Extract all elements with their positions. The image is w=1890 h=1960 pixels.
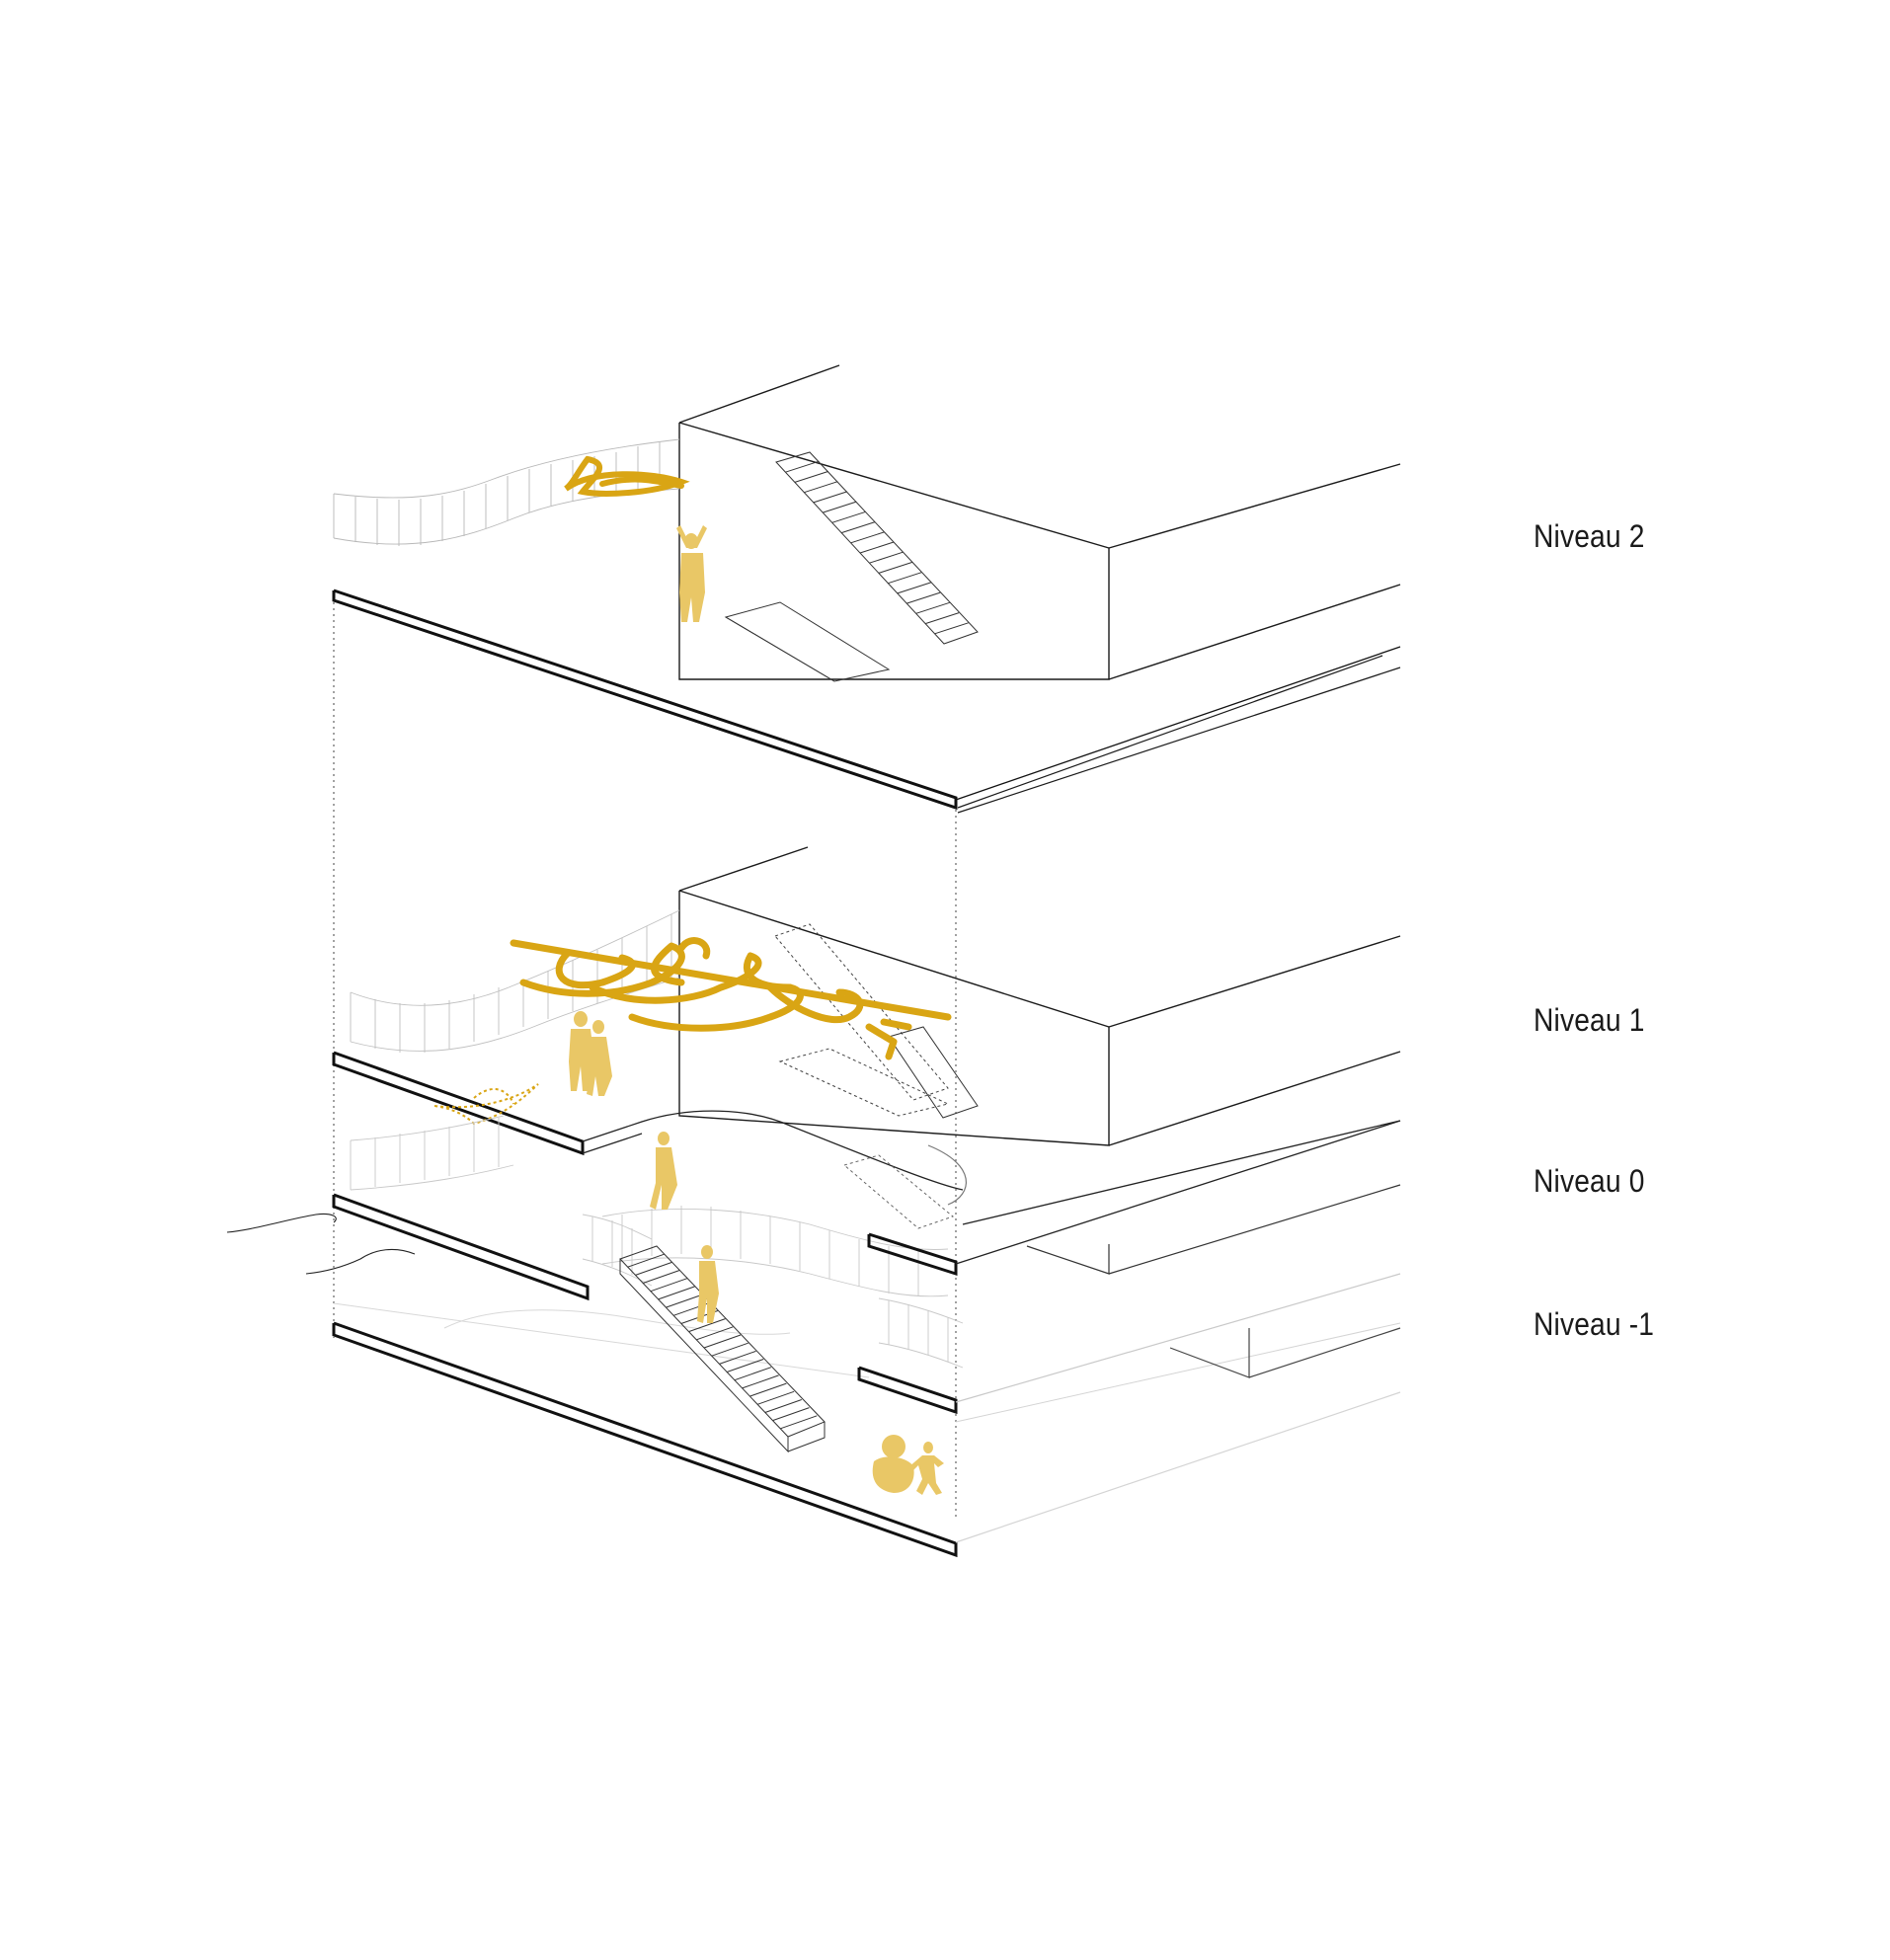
level-2-group: [332, 364, 1401, 814]
level-0-person-figure: [650, 1132, 677, 1210]
level-2-sculpture: [564, 455, 690, 497]
level-minus-1-floor-outline: [333, 1302, 870, 1378]
level-1-dashed-stair: [774, 923, 950, 1117]
level-1-stair: [888, 1026, 979, 1119]
level-1-slab: [332, 1051, 1401, 1225]
level-minus-1-slab: [332, 1273, 1401, 1558]
level-2-slab: [332, 588, 1401, 811]
level-minus-1-group: [226, 1213, 1401, 1558]
level-1-balustrade: [350, 909, 680, 1053]
level-minus-1-stair-person-figure: [697, 1245, 719, 1323]
vertical-guide-lines: [333, 602, 957, 1521]
level-2-person-figure: [676, 525, 707, 622]
level-2-upper-stair: [775, 451, 979, 645]
level-minus-1-balustrade: [582, 1214, 964, 1369]
level-0-curved-wall: [927, 1144, 968, 1206]
level-minus-1-adult-child-figures: [872, 1435, 944, 1495]
level-minus-1-stair: [619, 1245, 826, 1453]
level-minus-1-label: Niveau -1: [1534, 1306, 1655, 1342]
level-0-label: Niveau 0: [1534, 1163, 1645, 1199]
level-1-couple-figures: [569, 1011, 612, 1096]
terrain-lines: [226, 1213, 416, 1275]
level-0-balustrade: [350, 1115, 949, 1297]
level-0-upper-stair: [842, 1154, 955, 1229]
level-1-sculpture: [510, 937, 952, 1060]
level-1-label: Niveau 1: [1534, 1002, 1645, 1038]
level-1-volume: [678, 846, 1401, 1146]
level-2-lower-stair: [724, 601, 891, 682]
level-1-ghost-sculpture: [433, 1083, 539, 1126]
level-2-label: Niveau 2: [1534, 518, 1645, 554]
level-0-group: [332, 1115, 1401, 1301]
level-0-slab: [332, 1120, 1401, 1301]
level-2-volume: [678, 364, 1401, 814]
level-1-group: [332, 846, 1401, 1225]
